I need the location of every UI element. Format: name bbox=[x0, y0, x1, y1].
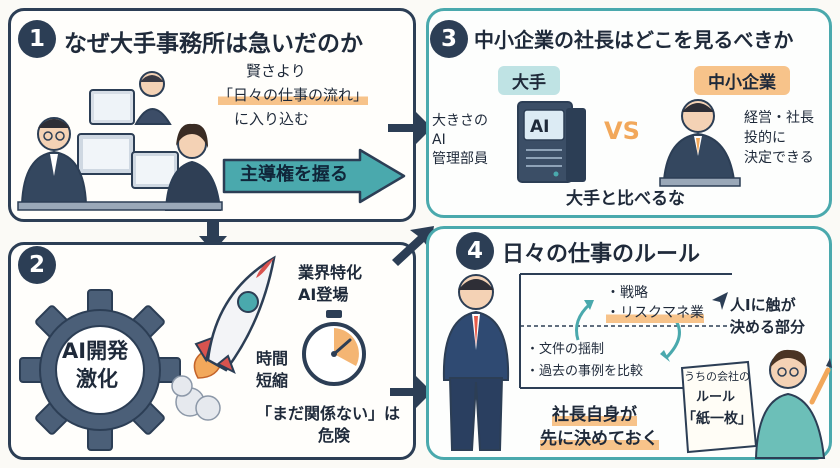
arrow-1-to-3 bbox=[388, 112, 432, 144]
paper-line-3: 「紙一枚」 bbox=[682, 411, 752, 427]
lower-item-past-cases: ・過去の事例を比較 bbox=[526, 364, 644, 379]
section-3-title: 中小企業の社長はどこを見るべきか bbox=[474, 28, 794, 52]
stopwatch-icon bbox=[302, 310, 366, 386]
section-2-number: 2 bbox=[18, 246, 56, 284]
section-1-title: なぜ大手事務所は急いだのか bbox=[64, 31, 363, 57]
section-4-title: 日々の仕事のルール bbox=[502, 242, 701, 267]
gear-icon bbox=[19, 289, 181, 451]
small-company-desc: 経営・社長 投的に 決定できる bbox=[744, 110, 814, 166]
paper-line-1: うちの会社の bbox=[684, 370, 750, 383]
large-company-tag: 大手 bbox=[498, 66, 560, 95]
warning-label-1: 「まだ関係ない」は bbox=[256, 404, 401, 423]
human-part-label-1: 人Iに触が bbox=[730, 296, 796, 314]
paper-line-2: ルール bbox=[696, 390, 736, 405]
panel-where-to-look bbox=[426, 8, 832, 218]
small-company-ceo-illustration bbox=[659, 99, 741, 187]
time-saving-label: 時間 短縮 bbox=[256, 349, 289, 390]
take-initiative-arrow bbox=[222, 148, 406, 204]
note-daily-workflow: 「日々の仕事の流れ」 bbox=[218, 86, 369, 105]
ceo-decides-line-2: 先に決めておく bbox=[540, 428, 659, 450]
human-part-label-2: 決める部分 bbox=[730, 318, 806, 336]
section-1-number: 1 bbox=[18, 20, 56, 58]
pointer-arrow-icon bbox=[712, 292, 728, 310]
ceo-standing-illustration bbox=[442, 274, 510, 451]
smiling-man-with-pencil bbox=[754, 349, 832, 459]
office-workers-illustration bbox=[17, 71, 223, 211]
versus-label: VS bbox=[604, 117, 640, 145]
server-ai-label: AI bbox=[530, 117, 550, 137]
take-initiative-label: 主導権を握る bbox=[240, 164, 348, 185]
down-arrow-1-to-2 bbox=[199, 222, 227, 252]
gear-label-intensify: 激化 bbox=[76, 367, 118, 391]
large-company-desc: 大きさの AI 管理部員 bbox=[432, 113, 488, 167]
ai-server-icon bbox=[517, 101, 586, 183]
rocket-icon bbox=[171, 255, 276, 421]
section-3-number: 3 bbox=[430, 20, 468, 58]
small-company-tag: 中小企業 bbox=[694, 66, 790, 95]
lower-item-documents: ・文件の揺制 bbox=[526, 342, 605, 357]
industry-ai-label: 業界特化 AI登場 bbox=[298, 263, 363, 304]
section-4-number: 4 bbox=[456, 232, 494, 270]
do-not-compare-label: 大手と比べるな bbox=[566, 189, 685, 209]
ceo-decides-line-1: 社長自身が bbox=[552, 404, 637, 426]
upper-item-strategy: ・戦略 bbox=[606, 285, 648, 301]
gear-label-ai-dev: AI開発 bbox=[62, 339, 129, 363]
note-get-into: に入り込む bbox=[234, 110, 310, 128]
warning-label-2: 危険 bbox=[318, 426, 351, 445]
arrow-2-to-4 bbox=[390, 376, 432, 408]
upper-item-risk: ・リスクマネ業 bbox=[606, 304, 704, 323]
arrow-2-to-3 bbox=[392, 226, 434, 266]
note-smarter-than: 賢さより bbox=[246, 62, 306, 80]
